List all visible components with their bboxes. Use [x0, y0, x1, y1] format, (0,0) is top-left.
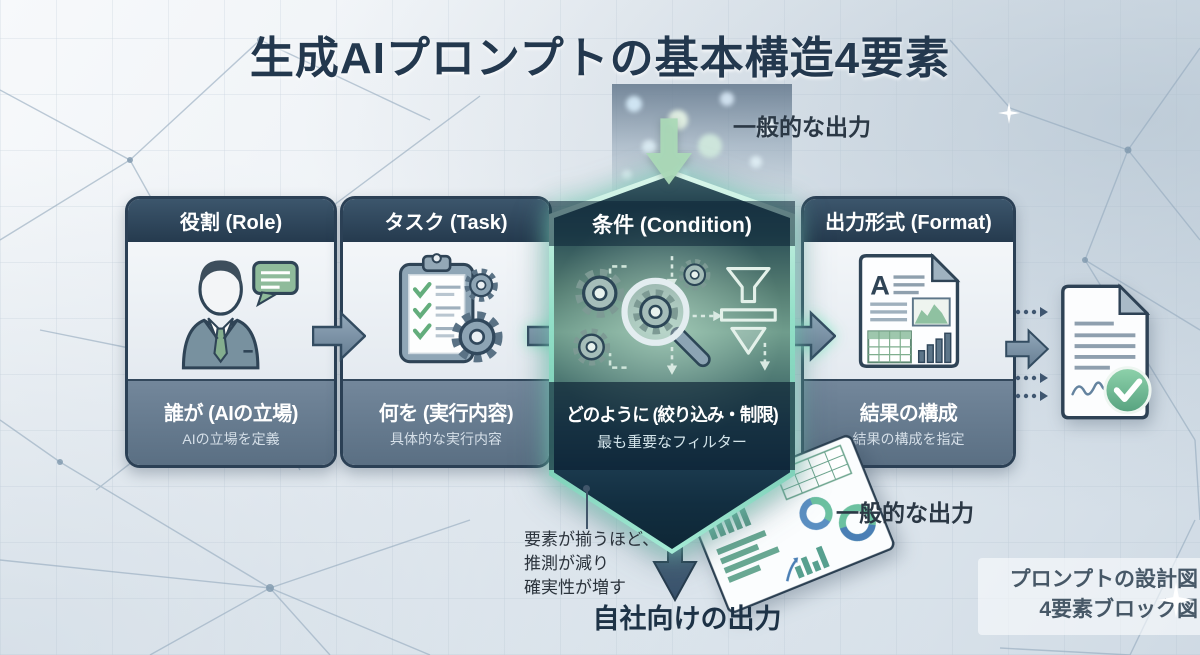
- document-layout-icon: A: [858, 252, 960, 368]
- condition-main-label: どのように (絞り込み・制限): [566, 404, 778, 425]
- diagram-caption: プロンプトの設計図 4要素ブロック図: [978, 558, 1200, 635]
- caption-line-1: プロンプトの設計図: [1009, 568, 1198, 591]
- annotation-line-2: 推測が減り: [524, 554, 609, 574]
- annotation-line-3: 確実性が増す: [524, 578, 626, 598]
- role-main-label: 誰が (AIの立場): [164, 403, 298, 425]
- task-main-label: 何を (実行内容): [378, 403, 514, 425]
- dotted-arrow-icon: [1015, 373, 1048, 383]
- sparkle-icon: [998, 102, 1020, 124]
- condition-card-footer: どのように (絞り込み・制限) 最も重要なフィルター: [549, 382, 795, 470]
- dotted-arrow-icon: [1015, 307, 1048, 317]
- format-sub-label: 結果の構成を指定: [852, 431, 965, 447]
- generic-output-label-top: 一般的な出力: [733, 114, 871, 140]
- role-card: 役割 (Role) 誰が (AIの立場) AIの立場を定義: [125, 196, 337, 468]
- format-main-label: 結果の構成: [859, 403, 958, 425]
- right-arrow-icon: [1005, 328, 1050, 370]
- generic-output-label-bottom: 一般的な出力: [836, 500, 974, 526]
- svg-text:A: A: [870, 269, 890, 300]
- role-card-footer: 誰が (AIの立場) AIの立場を定義: [128, 379, 334, 465]
- annotation-pointer-line: [586, 489, 588, 529]
- task-card-header: タスク (Task): [343, 199, 549, 242]
- checked-document-icon: [1061, 283, 1152, 420]
- annotation-text: 要素が揃うほど、 推測が減り 確実性が増す: [524, 528, 659, 600]
- page-title: 生成AIプロンプトの基本構造4要素: [249, 34, 951, 83]
- down-arrow-generic-icon: [645, 118, 693, 185]
- task-card: タスク (Task) 何を (実行内容) 具体的: [340, 196, 552, 468]
- task-card-footer: 何を (実行内容) 具体的な実行内容: [343, 379, 549, 465]
- custom-output-label: 自社向けの出力: [592, 604, 782, 634]
- role-sub-label: AIの立場を定義: [182, 431, 280, 447]
- filter-search-icon: [559, 256, 777, 375]
- right-arrow-icon: [312, 310, 366, 362]
- condition-card: 条件 (Condition) どのように (絞り込み: [549, 170, 795, 554]
- annotation-pointer-dot: [583, 485, 590, 492]
- format-card-header: 出力形式 (Format): [804, 199, 1013, 242]
- condition-sub-label: 最も重要なフィルター: [597, 433, 747, 451]
- annotation-line-1: 要素が揃うほど、: [524, 530, 660, 549]
- generic-input-panel: [612, 84, 792, 194]
- role-card-header: 役割 (Role): [128, 199, 334, 242]
- task-sub-label: 具体的な実行内容: [390, 431, 502, 447]
- condition-card-header: 条件 (Condition): [549, 201, 795, 246]
- clipboard-gears-icon: [398, 252, 521, 363]
- businessman-icon: [181, 259, 299, 369]
- dotted-arrow-icon: [1015, 391, 1048, 401]
